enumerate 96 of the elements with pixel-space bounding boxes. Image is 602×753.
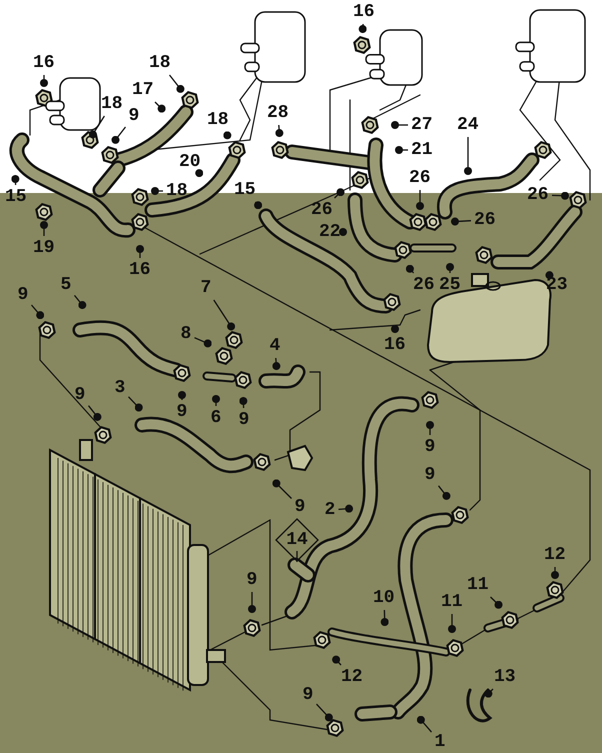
leader-line [545, 271, 554, 280]
leader-line [316, 704, 333, 722]
leader-line [490, 596, 503, 609]
leader-line [31, 304, 44, 320]
callout-number: 15 [5, 188, 27, 206]
leader-line [334, 188, 344, 198]
leader-line [239, 397, 248, 408]
leader-line [551, 567, 559, 579]
callout-number: 22 [319, 223, 341, 241]
leader-line [154, 102, 166, 113]
leader-line [151, 187, 163, 195]
callout-number: 27 [411, 116, 433, 134]
callout-number: 9 [302, 686, 314, 704]
callout-number: 12 [544, 546, 566, 564]
leader-line [464, 137, 472, 175]
leader-line [448, 614, 456, 633]
callout-number: 9 [128, 107, 140, 125]
leader-line [40, 75, 48, 87]
leader-line [451, 218, 472, 226]
leader-line [484, 688, 494, 698]
callout-number: 4 [270, 337, 280, 355]
leader-line [296, 551, 298, 562]
callout-number: 18 [207, 111, 229, 129]
callout-number: 20 [179, 153, 201, 171]
callout-number: 11 [467, 576, 489, 594]
leader-line [40, 221, 48, 236]
leader-line [223, 131, 232, 140]
leader-line [272, 479, 292, 499]
callout-number: 11 [441, 593, 463, 611]
callout-number: 19 [33, 239, 55, 257]
leader-line [213, 300, 236, 330]
callout-number: 9 [238, 411, 250, 429]
leader-line [11, 175, 20, 186]
callout-number: 12 [341, 668, 363, 686]
leader-line [74, 294, 86, 310]
leader-line [275, 124, 284, 138]
leader-line [358, 24, 367, 34]
callout-number: 3 [114, 379, 126, 397]
callout-number: 16 [353, 3, 375, 21]
leader-line [338, 504, 354, 513]
callout-number: 13 [494, 668, 516, 686]
callout-number: 6 [210, 409, 222, 427]
callout-number: 2 [324, 501, 336, 519]
leader-line [391, 121, 408, 129]
leader-line [254, 201, 262, 210]
callout-number: 17 [132, 81, 154, 99]
leader-line [248, 592, 256, 613]
callout-number: 16 [129, 261, 151, 279]
leader-line [112, 126, 126, 144]
leader-line [178, 391, 186, 400]
callout-number: 9 [74, 386, 86, 404]
leader-line [212, 395, 220, 406]
callout-diamond: 14 [275, 518, 319, 562]
leader-line [446, 263, 454, 273]
callout-number: 7 [200, 279, 212, 297]
leader-line [195, 169, 204, 178]
callout-number: 18 [101, 95, 123, 113]
callout-number: 25 [439, 276, 461, 294]
callout-number: 1 [434, 733, 446, 751]
leader-line [416, 190, 424, 210]
leader-line [194, 337, 212, 348]
leader-line [339, 228, 347, 236]
callout-number: 21 [411, 141, 433, 159]
callout-number: 16 [384, 336, 406, 354]
leader-line [552, 192, 569, 200]
leader-line [168, 74, 184, 93]
callout-number: 9 [246, 571, 258, 589]
leader-line [332, 656, 342, 666]
callout-number: 9 [424, 438, 436, 456]
leader-line [416, 716, 432, 733]
callout-number: 26 [474, 211, 496, 229]
callout-number: 24 [457, 116, 479, 134]
callout-number: 26 [311, 201, 333, 219]
callout-number: 28 [267, 104, 289, 122]
leader-line [88, 405, 102, 421]
callout-number: 5 [60, 276, 72, 294]
leader-line [272, 358, 280, 370]
leader-line [438, 485, 450, 500]
leader-line [426, 421, 434, 435]
leader-line [136, 245, 144, 258]
leader-line [391, 325, 399, 333]
leader-line [380, 610, 389, 626]
leader-line [128, 396, 143, 412]
callout-number: 26 [413, 276, 435, 294]
callout-number: 9 [294, 498, 306, 516]
leader-line [395, 146, 408, 154]
callout-number: 9 [176, 403, 188, 421]
leader-line [88, 116, 105, 138]
callout-number: 18 [149, 54, 171, 72]
callout-number: 10 [373, 589, 395, 607]
leader-line [406, 264, 414, 274]
callout-number: 9 [18, 286, 28, 304]
callout-number: 26 [409, 169, 431, 187]
callout-number: 16 [33, 54, 55, 72]
callout-number: 8 [180, 325, 192, 343]
callout-number: 9 [424, 466, 436, 484]
